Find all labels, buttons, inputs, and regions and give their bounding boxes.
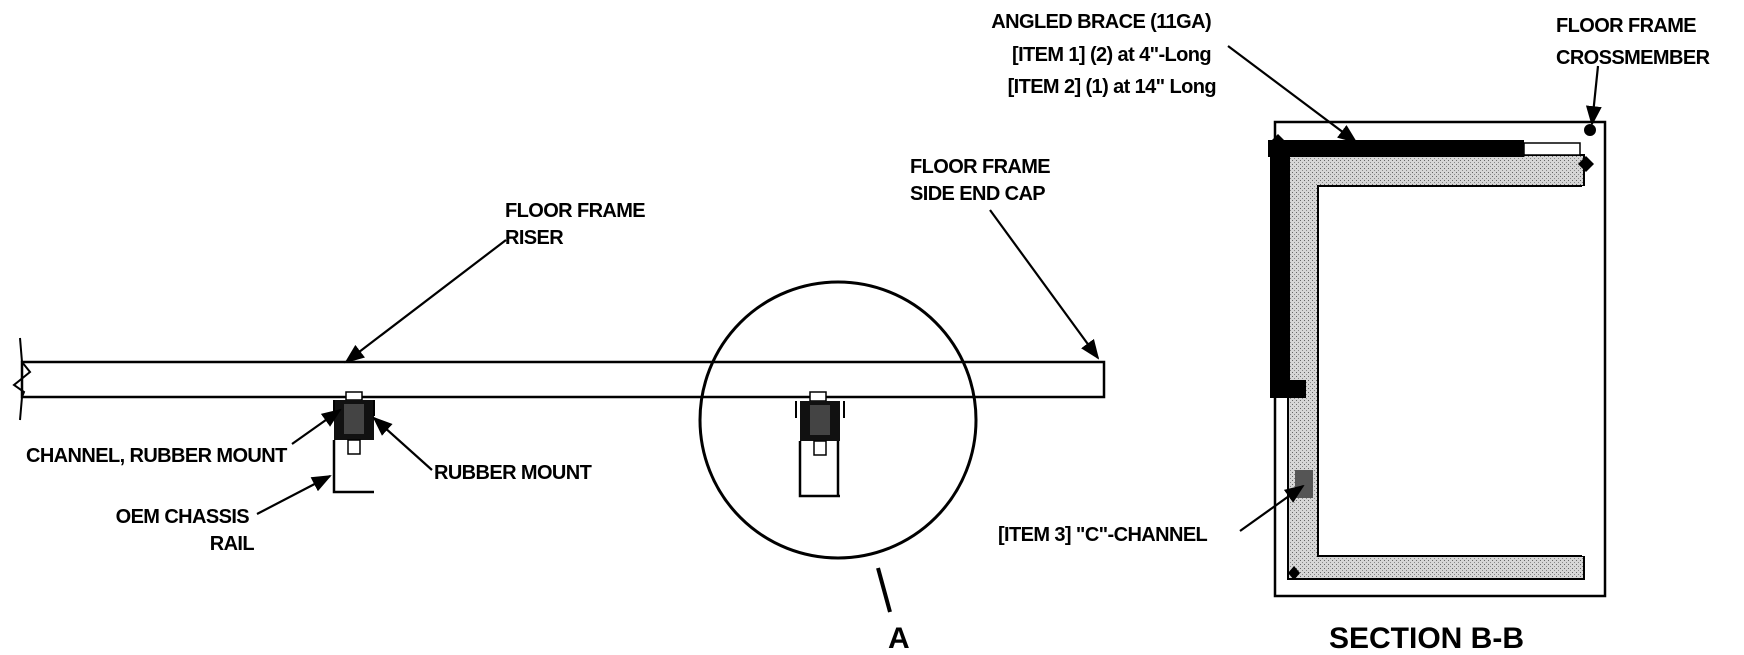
oem-chassis-rail-label-line2: RAIL [210, 533, 255, 555]
floor-frame-riser-label: FLOOR FRAME RISER [505, 200, 650, 249]
floor-frame-side-end-cap-label: FLOOR FRAME SIDE END CAP [910, 156, 1055, 205]
detail-callout-label: A [888, 622, 910, 655]
detail-circle-a [698, 280, 978, 613]
left-oem-chassis-rail [332, 440, 374, 494]
item3-c-channel-label: [ITEM 3] "C"-CHANNEL [998, 524, 1208, 546]
center-rubber-mount [795, 391, 845, 498]
crossmember-label-line2: CROSSMEMBER [1556, 47, 1711, 69]
leader-lines-section [1227, 45, 1602, 532]
side-end-cap-label-line1: FLOOR FRAME [910, 156, 1050, 178]
section-title: SECTION B-B [1329, 622, 1524, 655]
rubber-mount-label: RUBBER MOUNT [434, 462, 592, 484]
crossmember-label-line1: FLOOR FRAME [1556, 15, 1696, 37]
oem-chassis-rail-label-line1: OEM CHASSIS [116, 506, 250, 528]
floor-frame-riser-label-line1: FLOOR FRAME [505, 200, 645, 222]
oem-chassis-rail-label: OEM CHASSIS RAIL [116, 506, 255, 555]
side-end-cap-label-line2: SIDE END CAP [910, 183, 1045, 205]
leader-lines-side-view [256, 209, 1100, 515]
floor-frame-crossmember-label: FLOOR FRAME CROSSMEMBER [1556, 15, 1711, 69]
floor-frame-riser [12, 337, 1106, 421]
angled-brace-label-line1: ANGLED BRACE (11GA) [991, 11, 1211, 33]
section-b-b-drawing [1268, 120, 1607, 598]
floor-frame-riser-label-line2: RISER [505, 227, 564, 249]
angled-brace-label-line3: [ITEM 2] (1) at 14" Long [1008, 76, 1216, 98]
left-rubber-mount [333, 391, 375, 455]
channel-rubber-mount-label: CHANNEL, RUBBER MOUNT [26, 445, 287, 467]
angled-brace-label-line2: [ITEM 1] (2) at 4"-Long [1012, 44, 1211, 66]
angled-brace-label: ANGLED BRACE (11GA) [ITEM 1] (2) at 4"-L… [991, 11, 1216, 98]
